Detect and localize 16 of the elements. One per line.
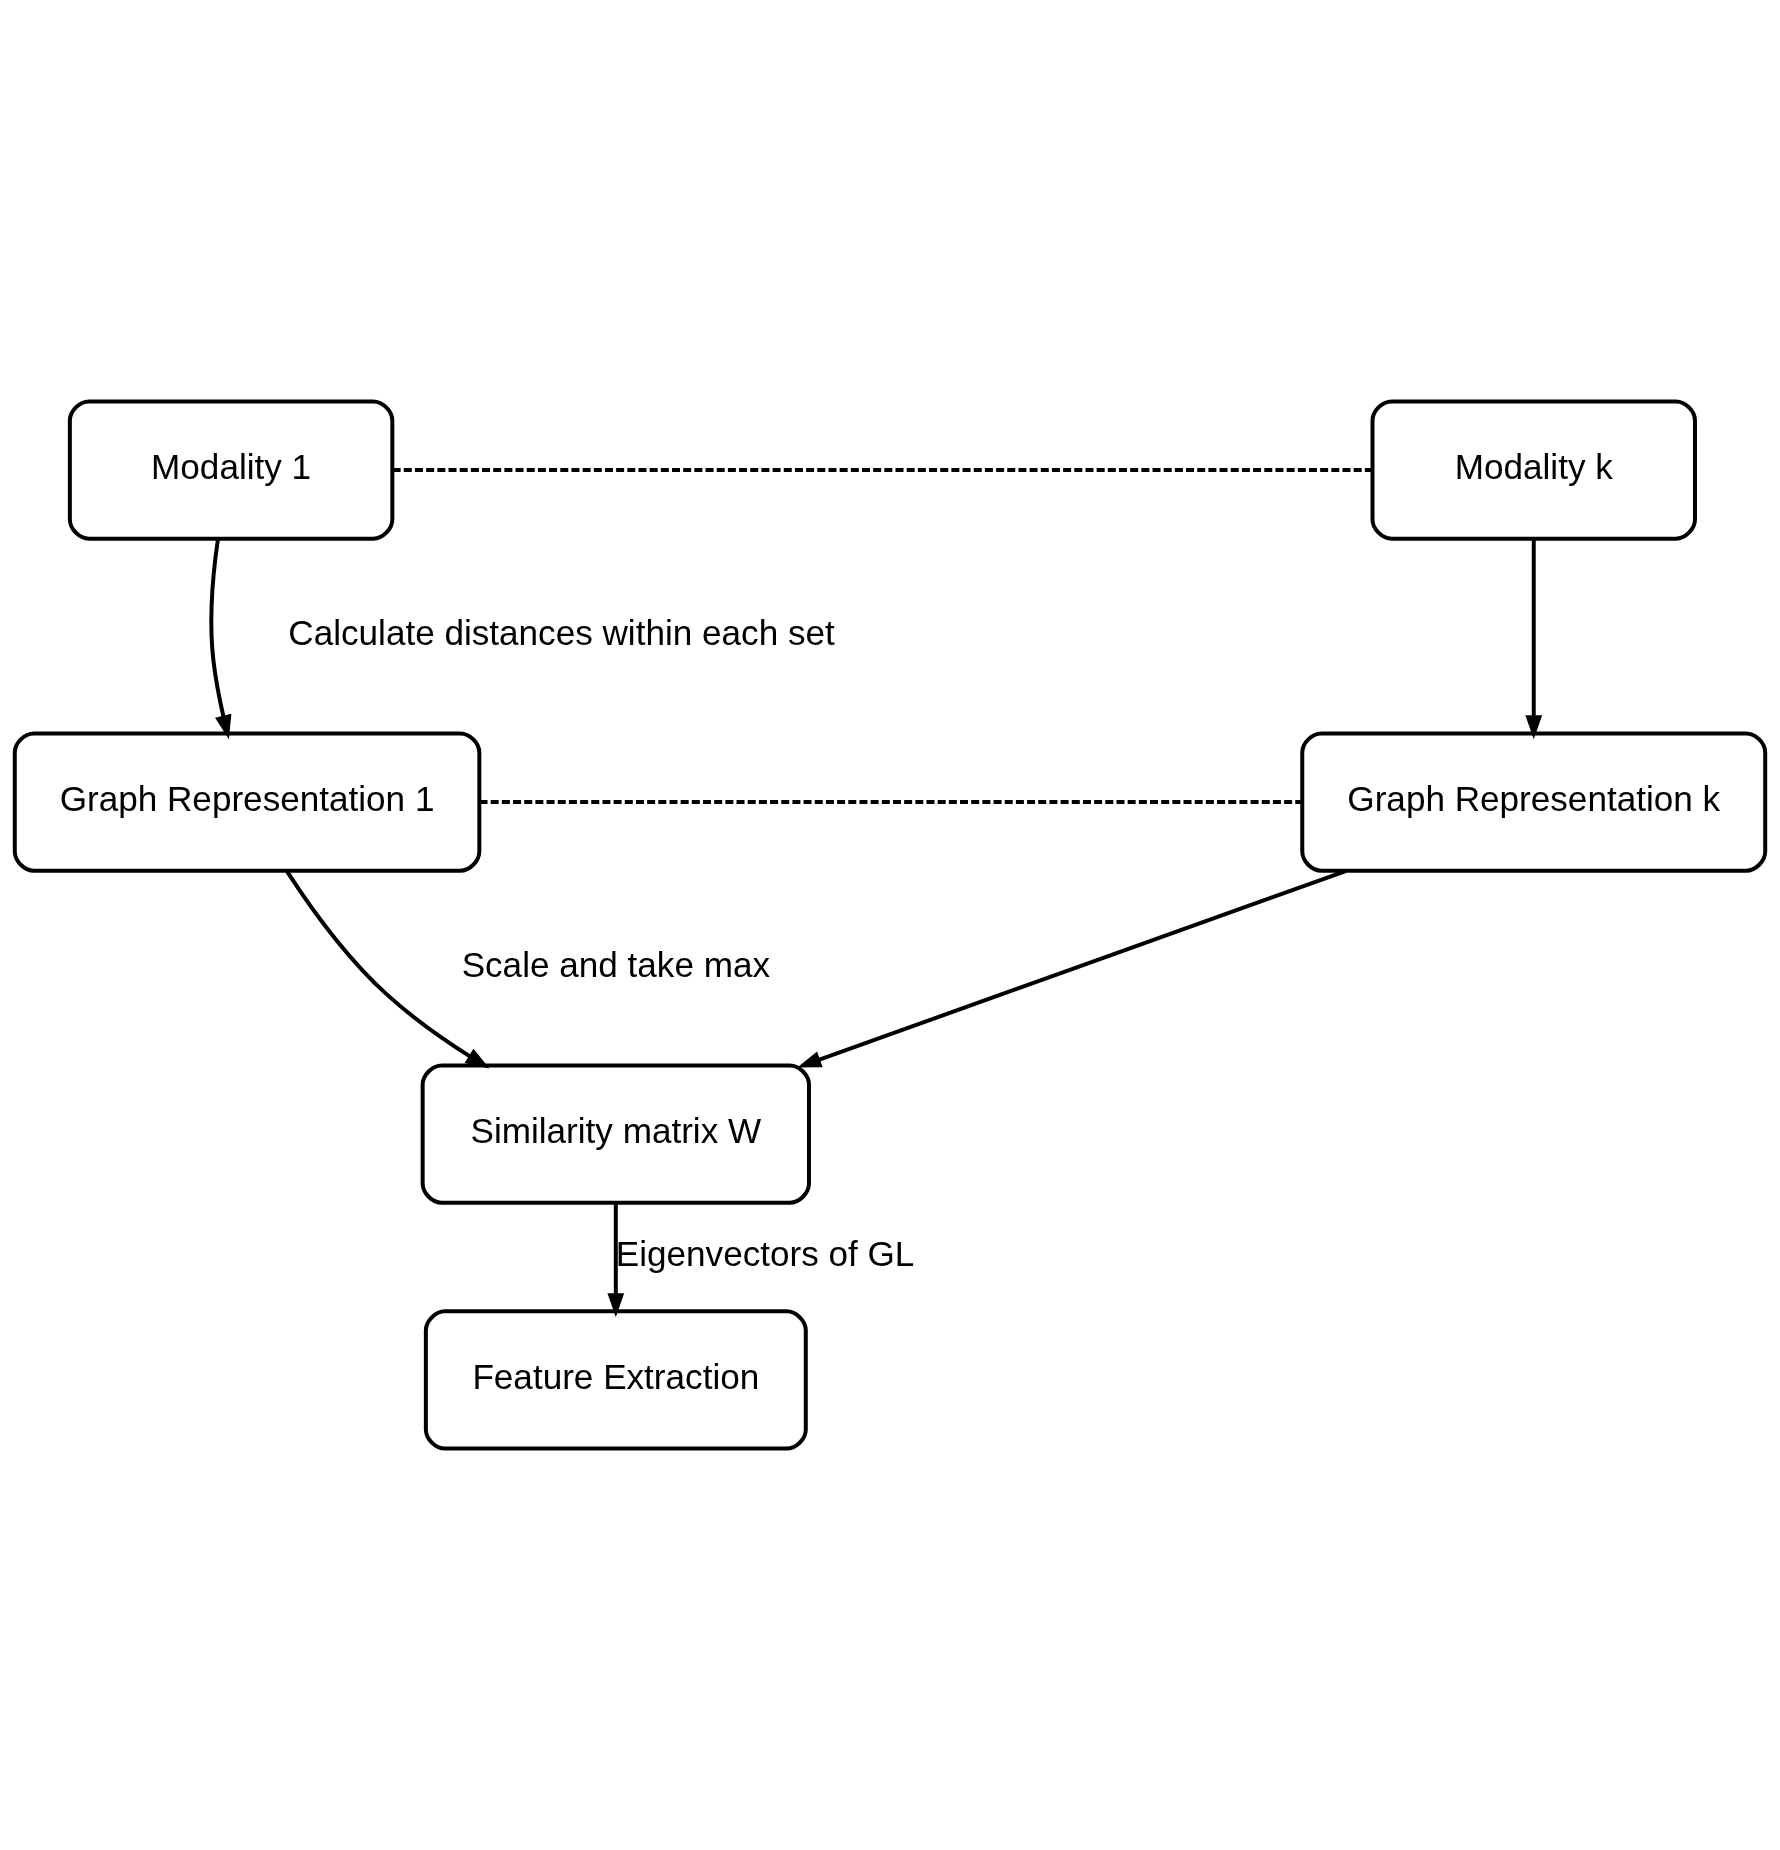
- node-box: Modality 1: [67, 399, 395, 541]
- node-box: Graph Representation k: [1300, 731, 1768, 873]
- edge-label: Eigenvectors of GL: [615, 1233, 915, 1273]
- node-box: Similarity matrix W: [420, 1063, 811, 1205]
- connector: [392, 468, 1373, 473]
- arrow: [797, 868, 1347, 1068]
- arrow: [285, 869, 490, 1069]
- node-box: Graph Representation 1: [12, 731, 482, 873]
- label: Scale and take max: [461, 945, 770, 985]
- node-box: Feature Extraction: [423, 1309, 808, 1451]
- label: Calculate distances within each set: [288, 612, 835, 652]
- arrow: [209, 538, 232, 740]
- connector: [479, 800, 1303, 805]
- arrow: [1525, 538, 1543, 740]
- arrow: [607, 1203, 625, 1318]
- node-box: Modality k: [1370, 399, 1697, 541]
